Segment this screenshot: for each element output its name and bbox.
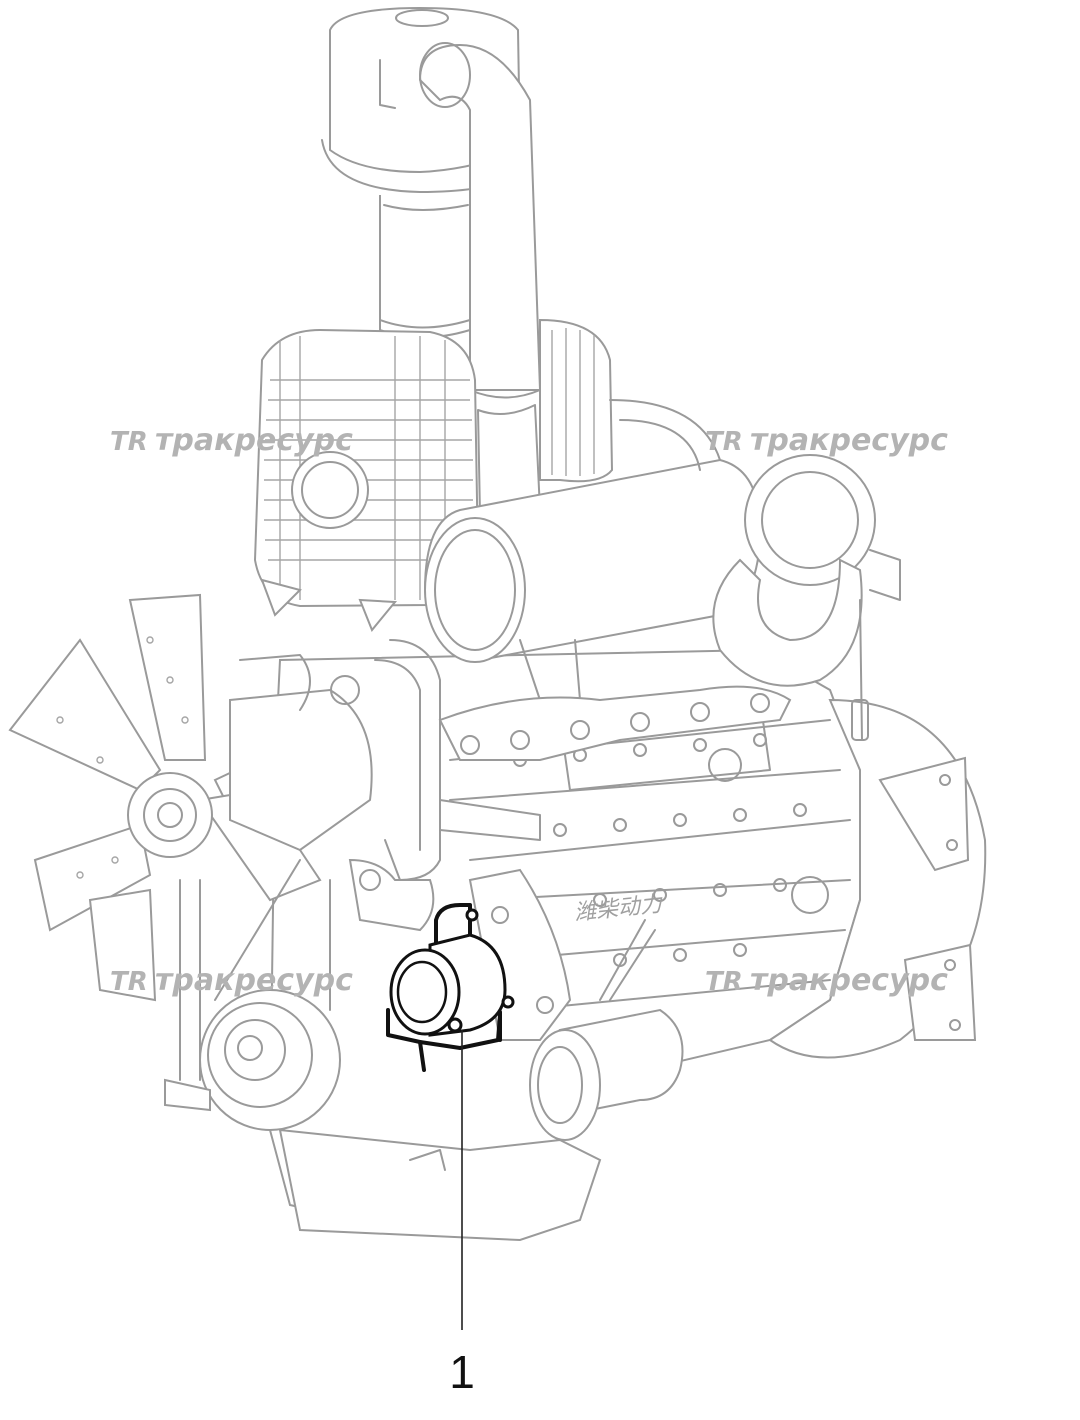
muffler xyxy=(423,458,762,701)
watermark-top-left: TR тракресурс xyxy=(110,423,353,458)
pipes xyxy=(239,639,541,932)
svg-text:тракресурс: тракресурс xyxy=(155,963,353,998)
svg-text:тракресурс: тракресурс xyxy=(750,423,948,458)
watermark-bottom-left: TR тракресурс xyxy=(110,963,353,998)
exhaust-manifold xyxy=(438,685,792,761)
watermark-bottom-right: TR тракресурс xyxy=(705,963,948,998)
intercooler xyxy=(253,318,614,632)
highlighted-part-alternator[interactable] xyxy=(386,903,515,1072)
flywheel-housing xyxy=(768,698,987,1059)
callout-label-1: 1 xyxy=(449,1346,475,1398)
engine-block xyxy=(268,648,861,1242)
svg-text:TR: TR xyxy=(705,427,743,457)
svg-text:тракресурс: тракресурс xyxy=(750,963,948,998)
air-filter xyxy=(321,6,542,516)
svg-text:TR: TR xyxy=(110,967,148,997)
pulleys xyxy=(164,688,373,1131)
svg-text:тракресурс: тракресурс xyxy=(155,423,353,458)
svg-text:TR: TR xyxy=(110,427,148,457)
svg-text:TR: TR xyxy=(705,967,743,997)
turbocharger xyxy=(609,399,901,741)
starter-motor xyxy=(529,919,684,1141)
watermark-top-right: TR тракресурс xyxy=(705,423,948,458)
